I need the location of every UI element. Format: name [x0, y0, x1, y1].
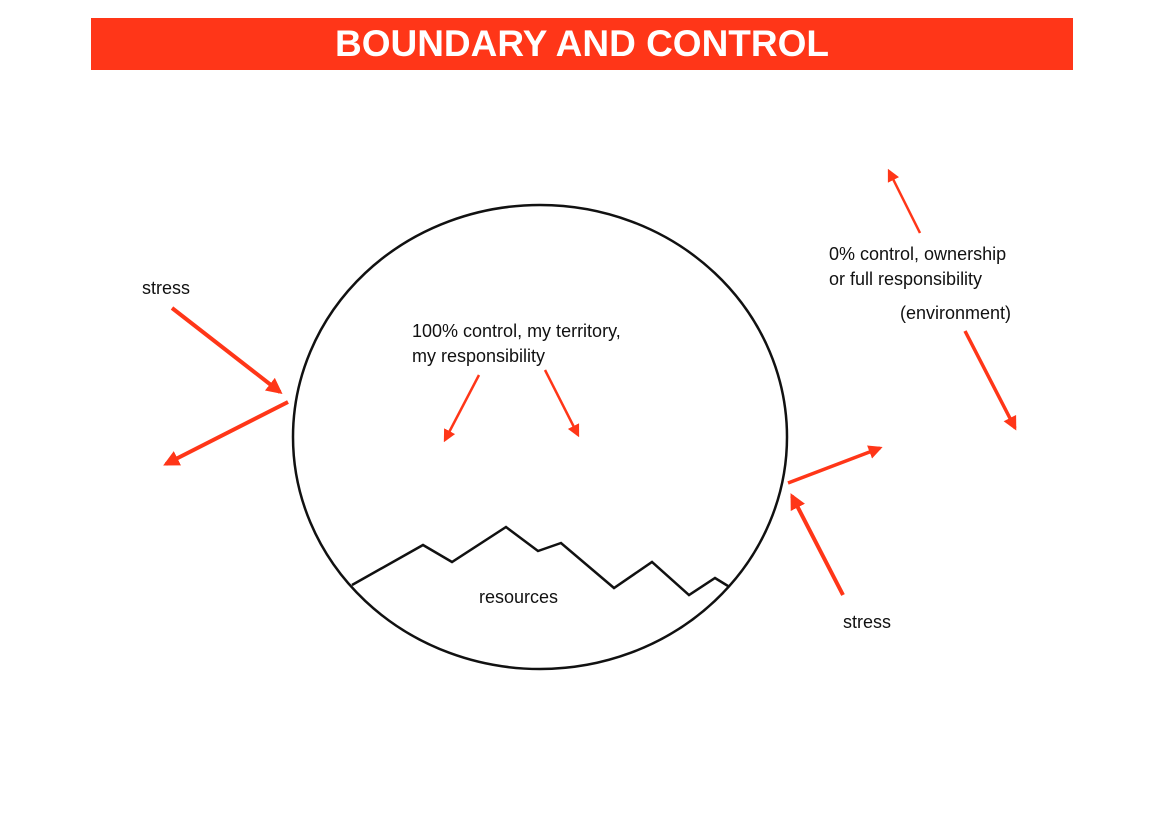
title-banner: BOUNDARY AND CONTROL: [91, 18, 1073, 70]
stress-label-left: stress: [142, 278, 191, 298]
stress-label-right: stress: [843, 612, 892, 632]
resources-ridge-line: [351, 525, 729, 597]
stress-in-left-arrow-icon: [170, 306, 283, 394]
stress-out-right-arrow-icon: [787, 445, 883, 485]
stress-out-left-arrow-icon: [163, 400, 289, 466]
inner-left-arrow-icon: [443, 374, 481, 443]
inner-control-label-line1: 100% control, my territory,: [412, 321, 621, 341]
outer-control-label-line1: 0% control, ownership: [829, 244, 1007, 264]
boundary-circle: [291, 203, 789, 671]
outer-down-arrow-icon: [963, 330, 1017, 431]
inner-control-label-line2: my responsibility: [412, 346, 546, 366]
stress-in-right-arrow-icon: [790, 493, 845, 596]
inner-right-arrow-icon: [543, 369, 580, 438]
resources-label: resources: [479, 587, 559, 607]
arrows: [163, 168, 1017, 596]
page-title: BOUNDARY AND CONTROL: [334, 23, 829, 64]
outer-control-label-line2: or full responsibility: [829, 269, 983, 289]
outer-up-arrow-icon: [887, 168, 922, 234]
environment-label: (environment): [900, 303, 1012, 323]
